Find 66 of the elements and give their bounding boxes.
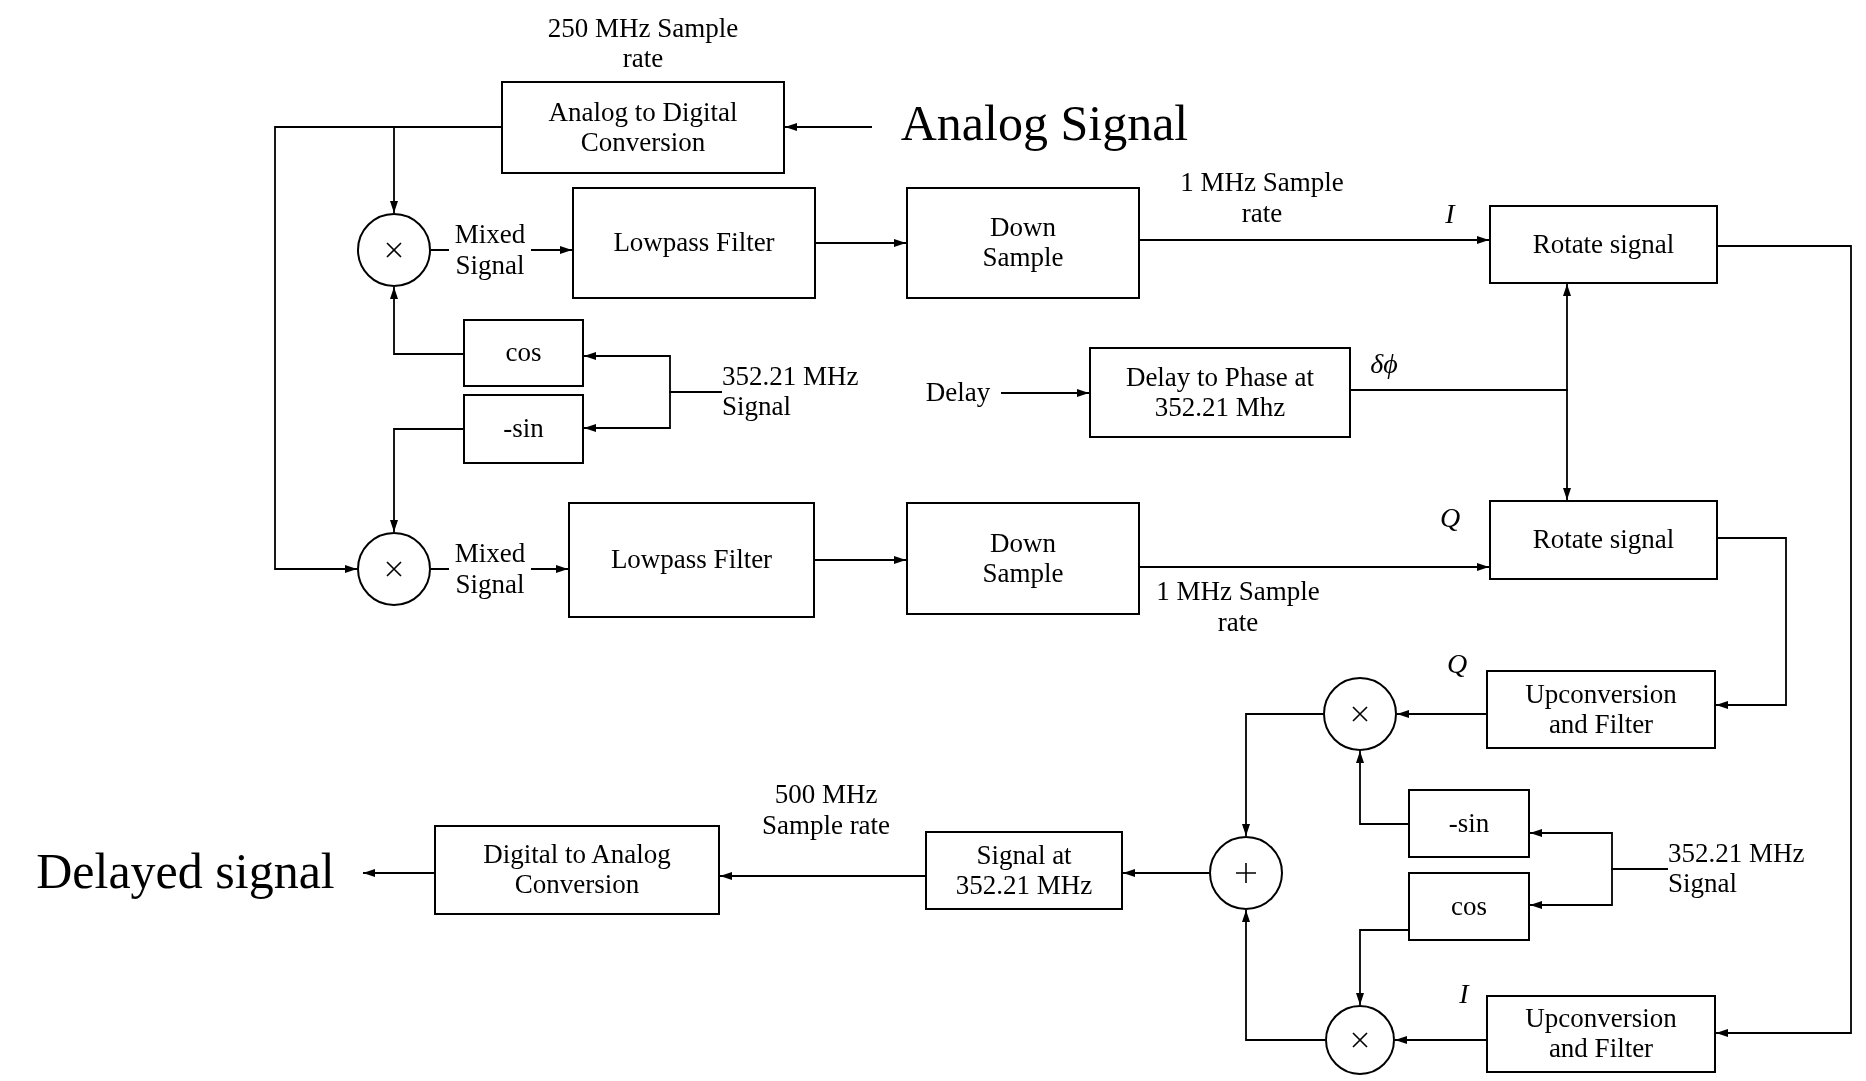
arrow <box>719 872 926 880</box>
arrow <box>390 286 464 355</box>
process-box <box>572 187 816 299</box>
arrow <box>815 239 907 247</box>
process-box <box>1486 670 1716 749</box>
process-box <box>1486 995 1716 1073</box>
process-box <box>906 187 1140 299</box>
box-label: Lowpass Filter <box>613 228 775 258</box>
arrow <box>1242 713 1324 837</box>
arrow <box>1396 710 1487 718</box>
process-box <box>1089 347 1351 438</box>
process-box <box>925 831 1123 910</box>
process-box <box>1489 500 1718 580</box>
signal-name: Q <box>1446 650 1468 678</box>
box-label: cos <box>505 338 542 368</box>
box-label: Signal at 352.21 MHz <box>954 840 1094 901</box>
arrow <box>814 556 907 564</box>
signal-name: I <box>1445 200 1455 228</box>
arrow <box>362 869 435 877</box>
process-box <box>463 319 584 387</box>
arrow <box>784 123 873 131</box>
arrow <box>1356 750 1409 825</box>
box-label: -sin <box>503 414 544 444</box>
edge-label: 500 MHz Sample rate <box>760 778 892 842</box>
signal-text: 352.21 MHz Signal <box>722 362 860 422</box>
process-box <box>434 825 720 915</box>
arrow <box>390 428 464 533</box>
arrow <box>1139 236 1490 244</box>
box-label: Down Sample <box>981 528 1065 589</box>
arrow <box>1529 868 1669 909</box>
process-box <box>1489 205 1718 284</box>
edge-label: 1 MHz Sample rate <box>1155 575 1321 639</box>
arrow <box>1394 1036 1487 1044</box>
arrow <box>1350 389 1571 501</box>
box-label: cos <box>1451 891 1487 922</box>
signal-text: Delay <box>925 378 991 408</box>
arrow <box>1139 563 1490 571</box>
arrow <box>1000 389 1090 397</box>
signal-name: δϕ <box>1370 350 1398 378</box>
process-box <box>463 394 584 464</box>
box-label: Down Sample <box>981 213 1065 273</box>
arrow <box>583 391 723 432</box>
arrow <box>1242 909 1326 1041</box>
process-box <box>1408 789 1530 858</box>
box-label: -sin <box>1448 808 1490 839</box>
arrow <box>1715 537 1787 709</box>
process-box <box>1408 872 1530 941</box>
signal-name: Q <box>1439 504 1461 532</box>
box-label: Analog to Digital Conversion <box>547 97 739 158</box>
signal-name: I <box>1459 980 1469 1008</box>
box-label: Digital to Analog Conversion <box>482 840 672 900</box>
process-box <box>568 502 815 618</box>
arrow <box>1356 929 1409 1006</box>
box-label: Rotate signal <box>1532 525 1675 555</box>
box-label: Lowpass Filter <box>610 545 773 575</box>
signal-text: 352.21 MHz Signal <box>1668 839 1806 899</box>
box-label: Upconversion and Filter <box>1524 1004 1678 1064</box>
box-label: Delay to Phase at 352.21 Mhz <box>1124 362 1316 423</box>
arrow <box>1715 245 1852 1037</box>
process-box <box>906 502 1140 615</box>
box-label: Upconversion and Filter <box>1524 679 1678 740</box>
edge-label: 1 MHz Sample rate <box>1179 166 1345 230</box>
sample-rate-note: 250 MHz Sample rate <box>546 14 740 74</box>
process-box <box>501 81 785 174</box>
box-label: Rotate signal <box>1532 229 1675 260</box>
arrow <box>1122 869 1210 877</box>
